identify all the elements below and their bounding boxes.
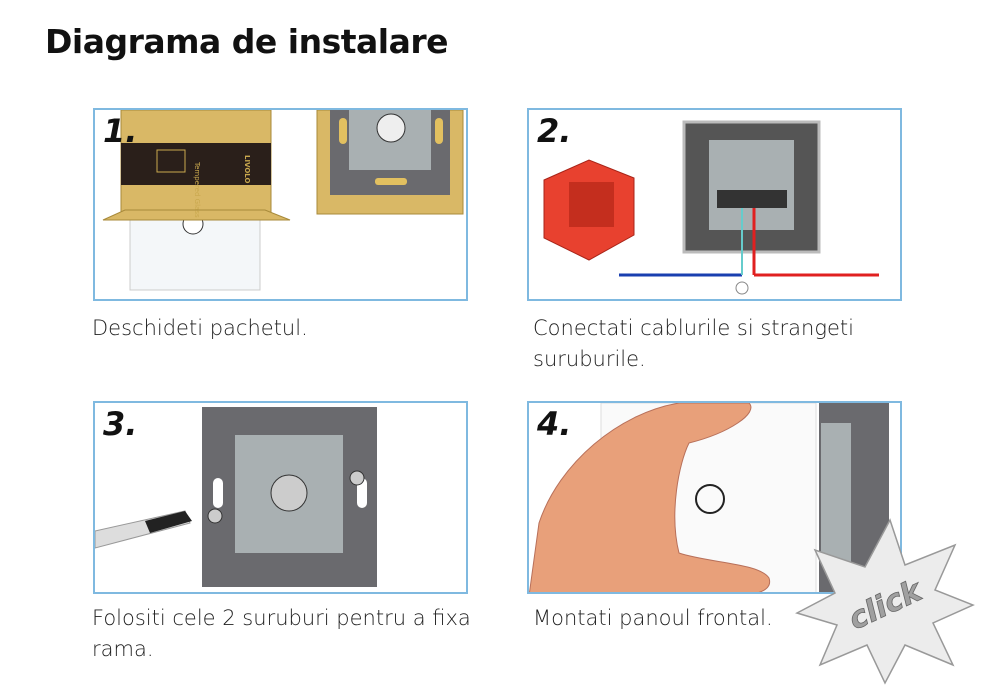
- wiring-illustration: [543, 120, 879, 295]
- step-4-caption: Montati panoul frontal.: [533, 606, 773, 630]
- step-number: 3.: [103, 405, 138, 443]
- step-number: 4.: [537, 405, 572, 443]
- brand-logo: LIVOLO: [243, 155, 251, 184]
- step-number: 1.: [103, 112, 138, 150]
- open-package-illustration: Tempered Glass LIVOLO: [102, 110, 464, 291]
- mounting-frame-illustration: [95, 407, 377, 587]
- step-4-panel: 4.: [527, 401, 902, 594]
- step-1-panel: 1. Tempered Glass LIVOLO: [93, 108, 468, 301]
- step-2-caption: Conectati cablurile si strangeti surubur…: [533, 316, 854, 371]
- page-title: Diagrama de instalare: [45, 22, 449, 61]
- step-2-panel: 2.: [527, 108, 902, 301]
- step-3-caption: Folositi cele 2 suruburi pentru a fixa r…: [92, 606, 471, 661]
- package-text: Tempered Glass: [193, 161, 201, 218]
- step-1-caption: Deschideti pachetul.: [92, 316, 308, 340]
- step-3-panel: 3.: [93, 401, 468, 594]
- front-panel-illustration: [529, 403, 889, 592]
- step-number: 2.: [537, 112, 572, 150]
- click-starburst-badge: click: [795, 518, 975, 685]
